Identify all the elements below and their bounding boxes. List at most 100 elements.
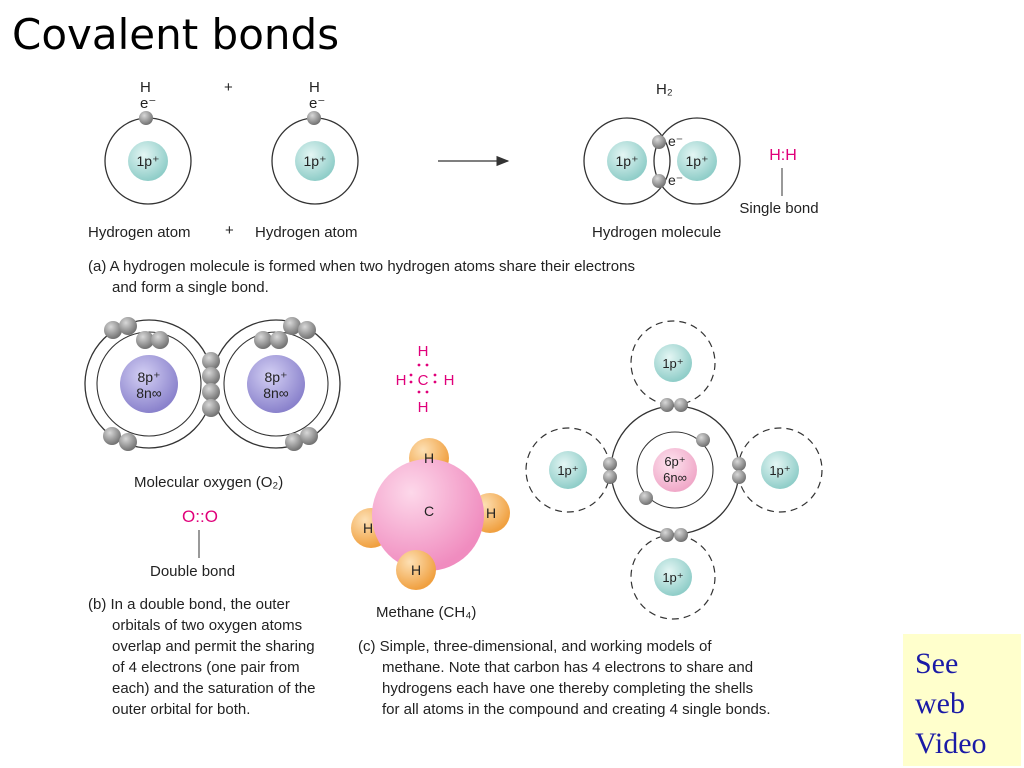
video-note-line2: web (915, 687, 965, 720)
oxygen-electron (254, 331, 272, 349)
oxygen-electron (119, 317, 137, 335)
shared-electron-top (652, 135, 666, 149)
shared-electron-right (732, 457, 746, 471)
oxygen-nucleus-left (120, 355, 178, 413)
shared-electron-bottom-label: e⁻ (668, 172, 683, 188)
slide-title: Covalent bonds (12, 10, 340, 59)
shared-oxygen-electron (202, 399, 220, 417)
oxygen-caption-line6: outer orbital for both. (112, 701, 251, 718)
oxygen-right-protons: 8p⁺ (265, 369, 288, 385)
molecular-oxygen-label: Molecular oxygen (O₂) (134, 474, 283, 491)
hydrogen-molecule-label: Hydrogen molecule (592, 224, 721, 241)
h-symbol-right: H (309, 79, 320, 96)
oxygen-electron (298, 321, 316, 339)
oxygen-electron (270, 331, 288, 349)
methane-section: H H C H H H H H H C Methane (CH₄) (351, 320, 823, 621)
hydrogen-section: H e⁻ + H e⁻ 1p⁺ 1p⁺ H₂ 1p⁺ 1p⁺ e⁻ e⁻ H:H… (88, 79, 819, 241)
carbon-protons: 6p⁺ (664, 454, 685, 469)
methane-model-h-right: H (486, 505, 496, 521)
see-web-video-note[interactable]: See web Video (903, 634, 1021, 766)
electron-label-left: e⁻ (140, 95, 156, 112)
methane-h-sphere-bottom (396, 550, 436, 590)
lewis-dot (409, 373, 413, 377)
methane-c-sphere (372, 459, 484, 571)
h2-nucleus-right-label: 1p⁺ (686, 153, 709, 169)
o2-lewis-structure: O::O (182, 507, 218, 526)
hydrogen-nucleus-left (128, 141, 168, 181)
single-bond-label: Single bond (739, 200, 818, 217)
h-nucleus-right-label: 1p⁺ (769, 463, 790, 478)
carbon-inner-orbital (636, 431, 714, 509)
shared-electron-right (732, 470, 746, 484)
oxygen-caption-line5: each) and the saturation of the (112, 680, 316, 697)
shared-electron-top-label: e⁻ (668, 133, 683, 149)
shared-electron-left (603, 470, 617, 484)
carbon-inner-electron (696, 433, 710, 447)
h2-nucleus-right (677, 141, 717, 181)
h-nucleus-left-label: 1p⁺ (557, 463, 578, 478)
h-symbol-left: H (140, 79, 151, 96)
lewis-dot (417, 390, 421, 394)
h-nucleus-bottom (654, 558, 692, 596)
carbon-nucleus (653, 448, 697, 492)
methane-lewis-h-right: H (444, 372, 455, 389)
shared-electron-top (660, 398, 674, 412)
h2-nucleus-left (607, 141, 647, 181)
methane-caption-line1: (c) Simple, three-dimensional, and worki… (358, 638, 712, 655)
electron-label-right: e⁻ (309, 95, 325, 112)
oxygen-electron (136, 331, 154, 349)
h-nucleus-bottom-label: 1p⁺ (662, 570, 683, 585)
hydrogen-atom-label-left: Hydrogen atom (88, 224, 191, 241)
hydrogen-nucleus-right (295, 141, 335, 181)
methane-caption: (c) Simple, three-dimensional, and worki… (358, 636, 771, 720)
shared-oxygen-electron (202, 383, 220, 401)
lewis-dot (433, 373, 437, 377)
methane-caption-line2: methane. Note that carbon has 4 electron… (382, 659, 754, 676)
oxygen-caption-line4: of 4 electrons (one pair from (112, 659, 300, 676)
electron-left (139, 111, 153, 125)
shared-electron-top (674, 398, 688, 412)
shared-oxygen-electron (202, 352, 220, 370)
oxygen-section: 8p⁺ 8n∞ 8p⁺ 8n∞ Molecular oxygen (O₂) O:… (84, 317, 341, 580)
methane-model-c: C (424, 503, 434, 519)
oxygen-left-protons: 8p⁺ (138, 369, 161, 385)
double-bond-label: Double bond (150, 563, 235, 580)
carbon-inner-electron (639, 491, 653, 505)
h-nucleus-top (654, 344, 692, 382)
oxygen-caption: (b) In a double bond, the outer orbitals… (88, 594, 315, 720)
methane-working-model: 6p⁺ 6n∞ 1p⁺ 1p⁺ 1p⁺ 1p⁺ (525, 320, 823, 620)
plus-sign-bottom: + (225, 222, 234, 239)
oxygen-electron (103, 427, 121, 445)
oxygen-left-neutrons: 8n∞ (136, 385, 162, 401)
oxygen-electron (151, 331, 169, 349)
oxygen-nucleus-right (247, 355, 305, 413)
shared-electron-bottom (674, 528, 688, 542)
oxygen-caption-line3: overlap and permit the sharing (112, 638, 315, 655)
lewis-dot (409, 380, 413, 384)
methane-lewis-c: C (418, 372, 429, 389)
carbon-neutrons: 6n∞ (663, 470, 687, 485)
methane-model-h-top: H (424, 450, 434, 466)
methane-lewis-h-top: H (418, 343, 429, 360)
h-orbital-right (737, 427, 823, 513)
lewis-dot (425, 363, 429, 367)
h-nucleus-top-label: 1p⁺ (662, 356, 683, 371)
oxygen-electron (119, 433, 137, 451)
hydrogen-nucleus-right-label: 1p⁺ (304, 153, 327, 169)
h2-lewis-structure: H:H (769, 147, 797, 164)
methane-lewis-h-left: H (396, 372, 407, 389)
shared-electron-bottom (652, 174, 666, 188)
h2-orbital-right (653, 117, 741, 205)
plus-sign-top: + (224, 79, 233, 96)
hydrogen-atom-label-right: Hydrogen atom (255, 224, 358, 241)
hydrogen-caption: (a) A hydrogen molecule is formed when t… (88, 256, 635, 298)
electron-right (307, 111, 321, 125)
lewis-dot (433, 380, 437, 384)
shared-electron-bottom (660, 528, 674, 542)
shared-oxygen-electron (202, 367, 220, 385)
methane-caption-line3: hydrogens each have one thereby completi… (382, 680, 754, 697)
oxygen-electron (283, 317, 301, 335)
methane-lewis-h-bottom: H (418, 399, 429, 416)
methane-model-h-left: H (363, 520, 373, 536)
h-nucleus-left (549, 451, 587, 489)
